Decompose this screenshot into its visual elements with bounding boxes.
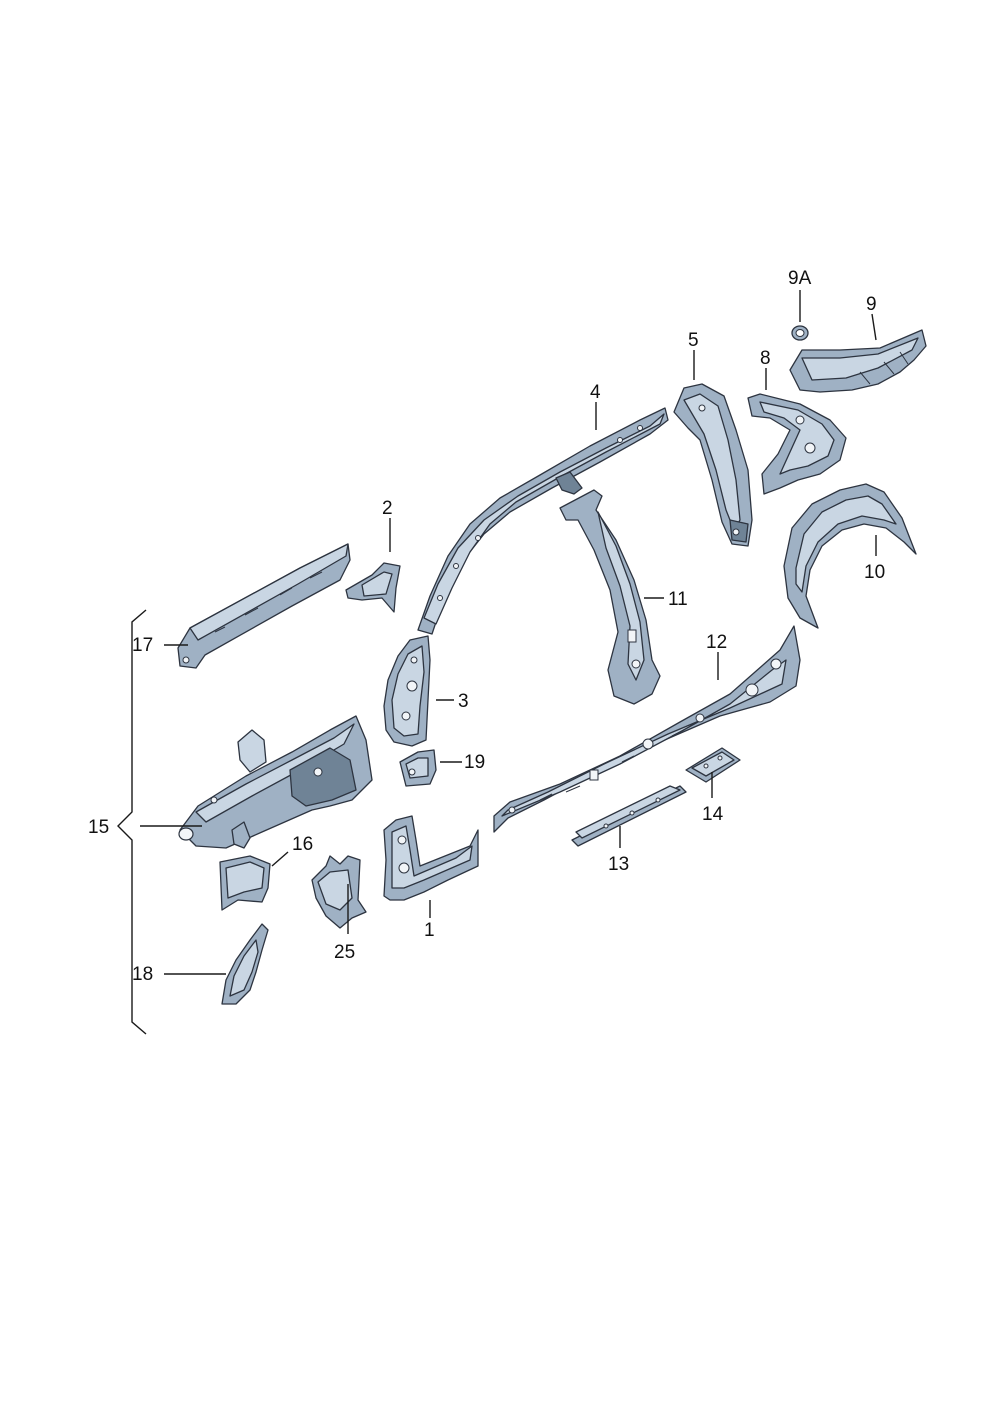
part-19-reinforcement[interactable] — [399, 749, 437, 787]
part-16-panel[interactable] — [219, 855, 271, 911]
part-25-lower-panel[interactable] — [311, 855, 367, 929]
callout-5: 5 — [688, 330, 699, 351]
part-18-lower-bracket[interactable] — [221, 923, 269, 1005]
part-4-roof-rail[interactable] — [417, 407, 669, 635]
callout-12: 12 — [706, 632, 727, 653]
callout-18: 18 — [132, 964, 153, 985]
callout-9: 9 — [866, 294, 877, 315]
callout-14: 14 — [702, 804, 724, 825]
assembly-brace-15 — [117, 609, 147, 1035]
callout-25: 25 — [334, 942, 355, 963]
part-10-wheel-arch[interactable] — [783, 483, 917, 629]
part-1-sill-front[interactable] — [383, 815, 479, 901]
part-17-upper-rail[interactable] — [177, 543, 351, 669]
part-9a-grommet[interactable] — [791, 325, 809, 341]
callout-15: 15 — [88, 817, 109, 838]
callout-11: 11 — [668, 589, 688, 610]
part-9-rear-rail[interactable] — [789, 329, 927, 393]
part-3-a-pillar-lower[interactable] — [383, 635, 431, 747]
part-5-c-pillar[interactable] — [673, 383, 753, 547]
part-15-front-longitudinal[interactable] — [178, 715, 373, 849]
part-11-b-pillar[interactable] — [559, 489, 661, 705]
callout-2: 2 — [382, 498, 393, 519]
leader-lines — [140, 290, 877, 975]
callout-10: 10 — [864, 562, 885, 583]
callout-8: 8 — [760, 348, 771, 369]
callout-3: 3 — [458, 691, 469, 712]
callout-labels: 1 2 3 4 5 8 9 9A 10 11 12 13 14 15 16 17… — [88, 268, 885, 985]
callout-17: 17 — [132, 635, 153, 656]
part-13-lower-plate[interactable] — [571, 785, 687, 847]
callout-4: 4 — [590, 382, 601, 403]
callout-16: 16 — [292, 834, 313, 855]
part-2-bracket[interactable] — [345, 562, 401, 613]
part-12-sill-inner[interactable] — [493, 625, 801, 833]
callout-13: 13 — [608, 854, 629, 875]
callout-19: 19 — [464, 752, 485, 773]
callout-9a: 9A — [788, 268, 812, 289]
part-8-wheelhouse-upper[interactable] — [747, 393, 847, 495]
part-14-small-plate[interactable] — [685, 747, 741, 783]
callout-1: 1 — [424, 920, 435, 941]
